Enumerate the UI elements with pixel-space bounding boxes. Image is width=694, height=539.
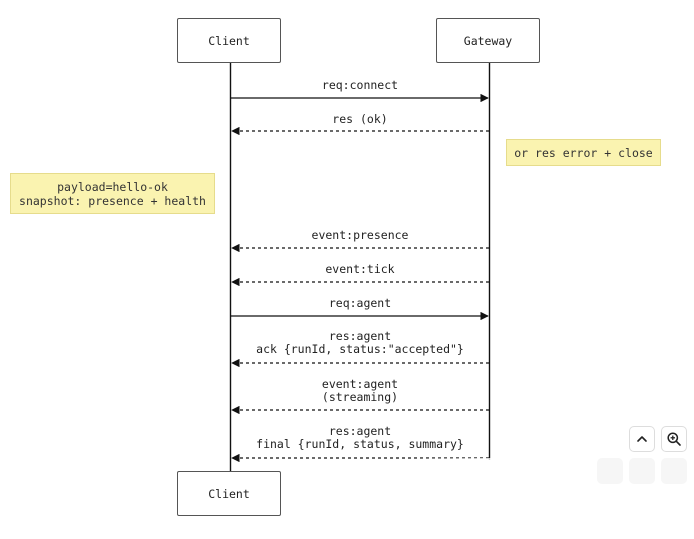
hello-ok-note: payload=hello-ok snapshot: presence + he… [10, 173, 215, 214]
message-arrows [231, 93, 489, 463]
client-actor-bottom: Client [177, 471, 281, 516]
message-1-line-1: req:connect [321, 78, 399, 92]
hello-note-line-1: payload=hello-ok [57, 179, 168, 194]
message-label-6: res:agent ack {runId, status:"accepted"} [231, 330, 489, 356]
pan-left-button[interactable] [597, 458, 623, 484]
message-6-line-2: ack {runId, status:"accepted"} [256, 342, 464, 356]
message-label-3: event:presence [231, 229, 489, 242]
hello-note-line-2: snapshot: presence + health [19, 193, 206, 208]
message-7-line-1: event:agent [321, 377, 399, 391]
message-label-7: event:agent (streaming) [231, 378, 489, 404]
message-6-line-1: res:agent [328, 329, 392, 343]
message-label-8: res:agent final {runId, status, summary} [231, 425, 489, 451]
message-8-line-2: final {runId, status, summary} [256, 437, 464, 451]
error-note-text: or res error + close [514, 145, 653, 160]
chevron-up-icon [637, 436, 647, 442]
client-actor-top: Client [177, 18, 281, 63]
message-5-line-1: req:agent [328, 296, 392, 310]
message-2-line-1: res (ok) [332, 112, 388, 126]
pan-up-button[interactable] [629, 426, 655, 452]
message-4-line-1: event:tick [325, 262, 395, 276]
zoom-in-button[interactable] [661, 426, 687, 452]
message-8-line-1: res:agent [328, 424, 392, 438]
message-3-line-1: event:presence [311, 228, 409, 242]
message-label-5: req:agent [231, 297, 489, 310]
message-label-4: event:tick [231, 263, 489, 276]
error-alt-note: or res error + close [506, 139, 661, 166]
message-7-line-2: (streaming) [321, 390, 399, 404]
pan-down-button[interactable] [629, 458, 655, 484]
message-label-2: res (ok) [231, 113, 489, 126]
pan-right-button[interactable] [661, 458, 687, 484]
message-label-1: req:connect [231, 79, 489, 92]
gateway-actor: Gateway [436, 18, 540, 63]
zoom-in-icon [667, 432, 681, 446]
